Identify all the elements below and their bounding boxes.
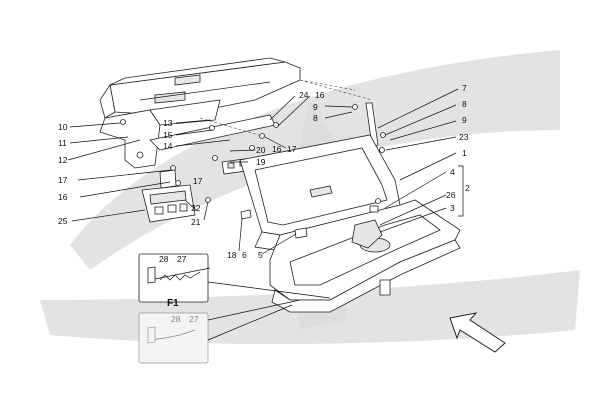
callout-21: 21 <box>191 217 201 227</box>
callout-14: 14 <box>163 141 173 151</box>
callout-16-top: 16 <box>315 90 325 100</box>
callout-8-top: 8 <box>313 113 318 123</box>
callout-16-mid: 16 <box>272 144 282 154</box>
callout-10: 10 <box>58 122 68 132</box>
callout-13: 13 <box>163 118 173 128</box>
callout-1: 1 <box>462 148 467 158</box>
callout-17-lower: 17 <box>193 176 203 186</box>
callout-23: 23 <box>459 132 469 142</box>
callout-16-left: 16 <box>58 192 68 202</box>
callout-24: 24 <box>299 90 309 100</box>
callout-17-left: 17 <box>58 175 68 185</box>
callout-5: 5 <box>258 250 263 260</box>
callout-25: 25 <box>58 216 68 226</box>
glovebox-tub <box>269 199 461 313</box>
leader-lines <box>67 79 459 341</box>
callout-18: 18 <box>227 250 237 260</box>
fuse-box <box>141 169 196 223</box>
screws-upper <box>120 104 386 203</box>
callout-8: 8 <box>462 99 467 109</box>
callout-9: 9 <box>462 115 467 125</box>
callout-15: 15 <box>163 130 173 140</box>
inset-wiring-2 <box>138 312 209 364</box>
inset-wiring-1 <box>138 253 211 303</box>
callout-2: 2 <box>465 183 470 193</box>
callout-6: 6 <box>242 250 247 260</box>
callout-20: 20 <box>256 145 266 155</box>
lock-mechanism <box>351 198 391 296</box>
callout-28-inset2: 28 <box>171 314 181 324</box>
bracket-2-4 <box>458 165 464 217</box>
callout-22: 22 <box>191 203 201 213</box>
callout-26: 26 <box>446 190 456 200</box>
inset-label-f1: F1 <box>167 298 179 309</box>
glovebox-lid <box>239 134 401 251</box>
gas-strut <box>299 79 379 147</box>
callout-7: 7 <box>462 83 467 93</box>
callout-12: 12 <box>58 155 68 165</box>
callout-27-inset1: 27 <box>177 254 187 264</box>
callout-28-inset1: 28 <box>159 254 169 264</box>
callout-27-inset2: 27 <box>189 314 199 324</box>
callout-4: 4 <box>450 167 455 177</box>
direction-arrow-icon <box>449 312 506 353</box>
callout-3: 3 <box>450 203 455 213</box>
latch-parts <box>240 209 308 239</box>
callout-11: 11 <box>58 138 67 148</box>
callout-9-top: 9 <box>313 102 318 112</box>
callout-19: 19 <box>256 157 266 167</box>
callout-labels: 7 8 9 23 1 4 2 26 3 24 16 9 8 16 17 20 1… <box>58 83 470 324</box>
callout-17-mid: 17 <box>287 144 297 154</box>
